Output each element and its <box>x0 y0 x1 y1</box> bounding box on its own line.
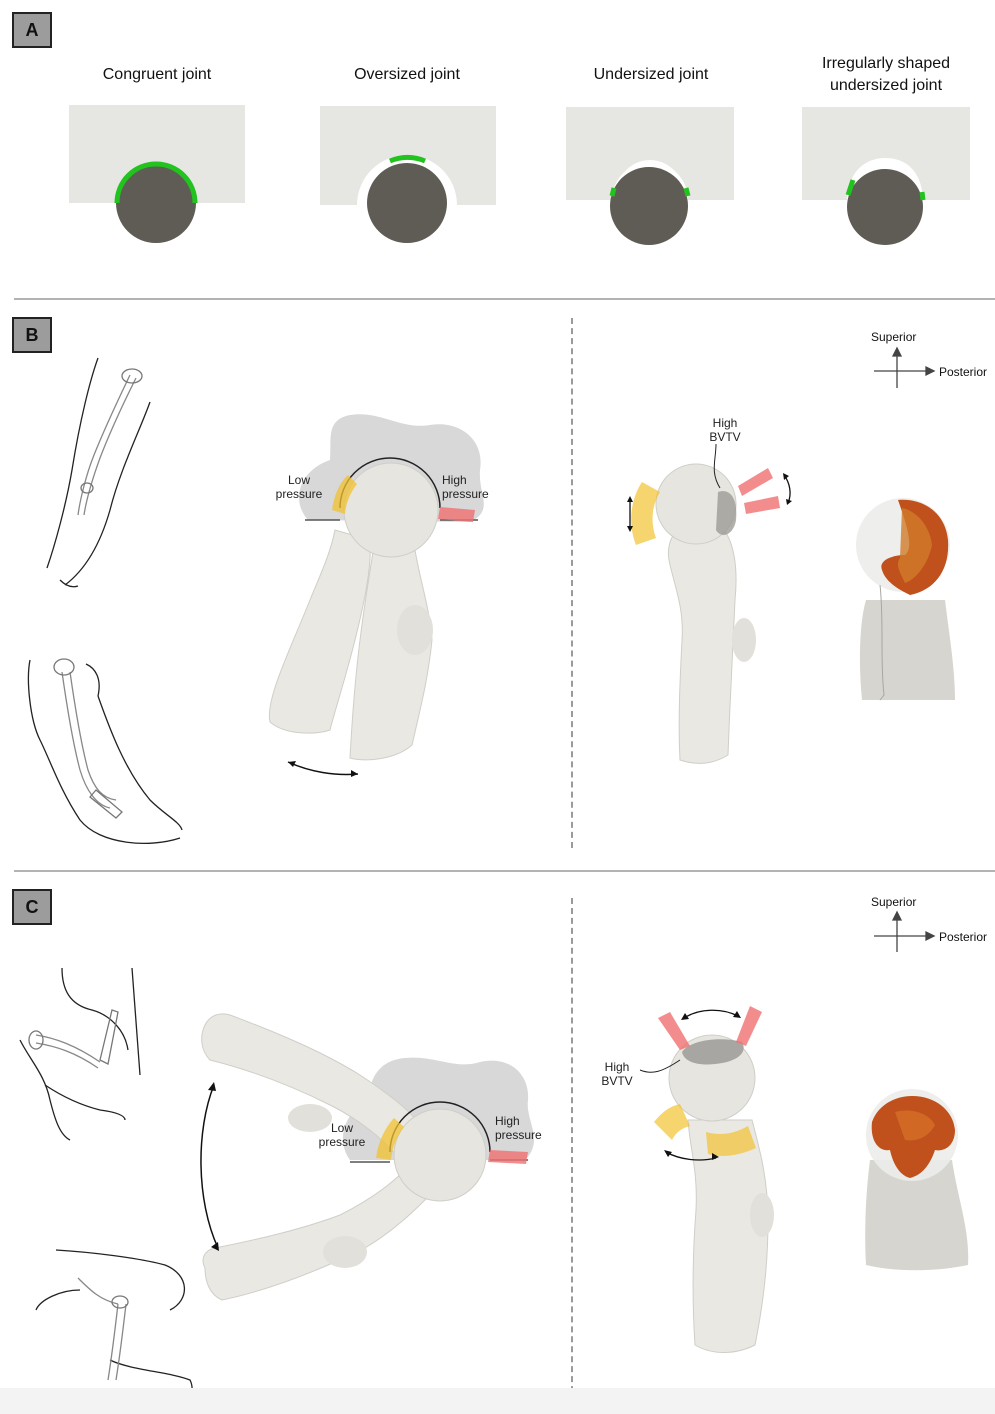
axis-posterior-label-c: Posterior <box>939 930 987 944</box>
bottom-strip <box>0 1388 995 1414</box>
high-bvtv-label-c: High BVTV <box>597 1060 637 1088</box>
leg-sketch-flexed <box>20 968 140 1140</box>
femur-extended-c <box>203 1170 430 1300</box>
high-pressure-label-c: High pressure <box>495 1114 553 1142</box>
high-pressure-zone-c <box>488 1150 528 1164</box>
axis-superior-label-c: Superior <box>871 895 916 909</box>
motion-arrow-c <box>201 1085 218 1248</box>
low-pressure-label-c: Low pressure <box>312 1121 372 1149</box>
axis-indicator-c <box>874 912 934 952</box>
leg-sketch-deep-flexion <box>36 1250 192 1405</box>
high-pressure-zone-c-right-2 <box>736 1006 762 1046</box>
microct-femoral-head-c <box>865 1089 968 1270</box>
femoral-head-c <box>394 1109 486 1201</box>
